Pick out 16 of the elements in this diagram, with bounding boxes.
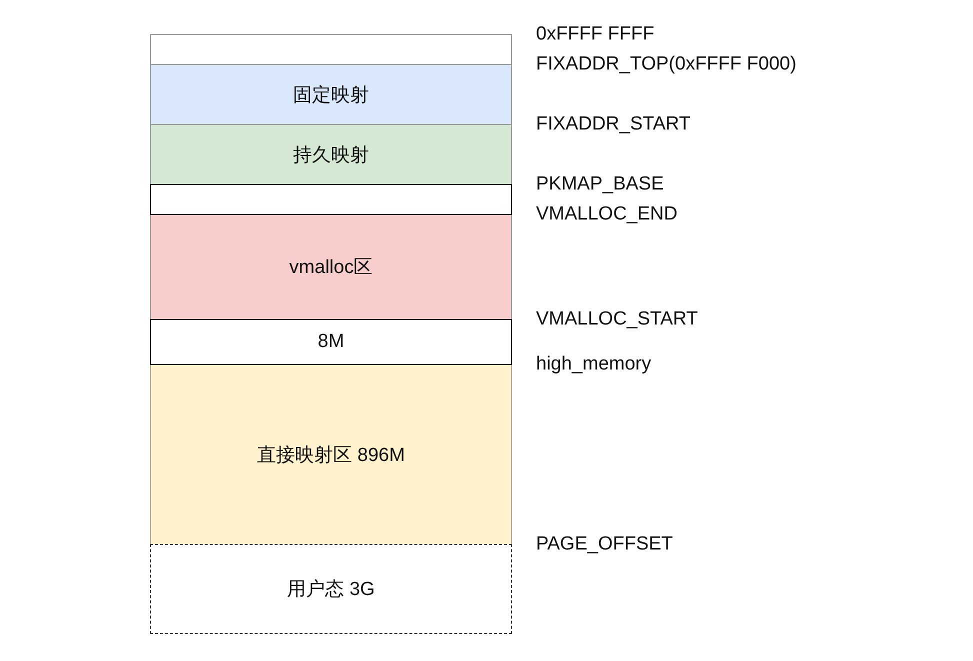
memory-region-box: vmalloc区: [150, 214, 512, 320]
memory-region-box: [150, 34, 512, 65]
memory-region-box: 8M: [150, 319, 512, 365]
address-label: VMALLOC_END: [536, 204, 678, 224]
address-label: PKMAP_BASE: [536, 174, 664, 194]
memory-region-box: 持久映射: [150, 124, 512, 185]
memory-region-box: 固定映射: [150, 64, 512, 125]
address-label: PAGE_OFFSET: [536, 534, 673, 554]
memory-region-box: 用户态 3G: [150, 544, 512, 634]
address-label: FIXADDR_START: [536, 114, 690, 134]
memory-region-box: 直接映射区 896M: [150, 364, 512, 545]
address-label: 0xFFFF FFFF: [536, 24, 654, 44]
memory-region-box: [150, 184, 512, 215]
address-label: high_memory: [536, 354, 652, 374]
address-label: FIXADDR_TOP(0xFFFF F000): [536, 54, 796, 74]
address-label: VMALLOC_START: [536, 310, 698, 328]
